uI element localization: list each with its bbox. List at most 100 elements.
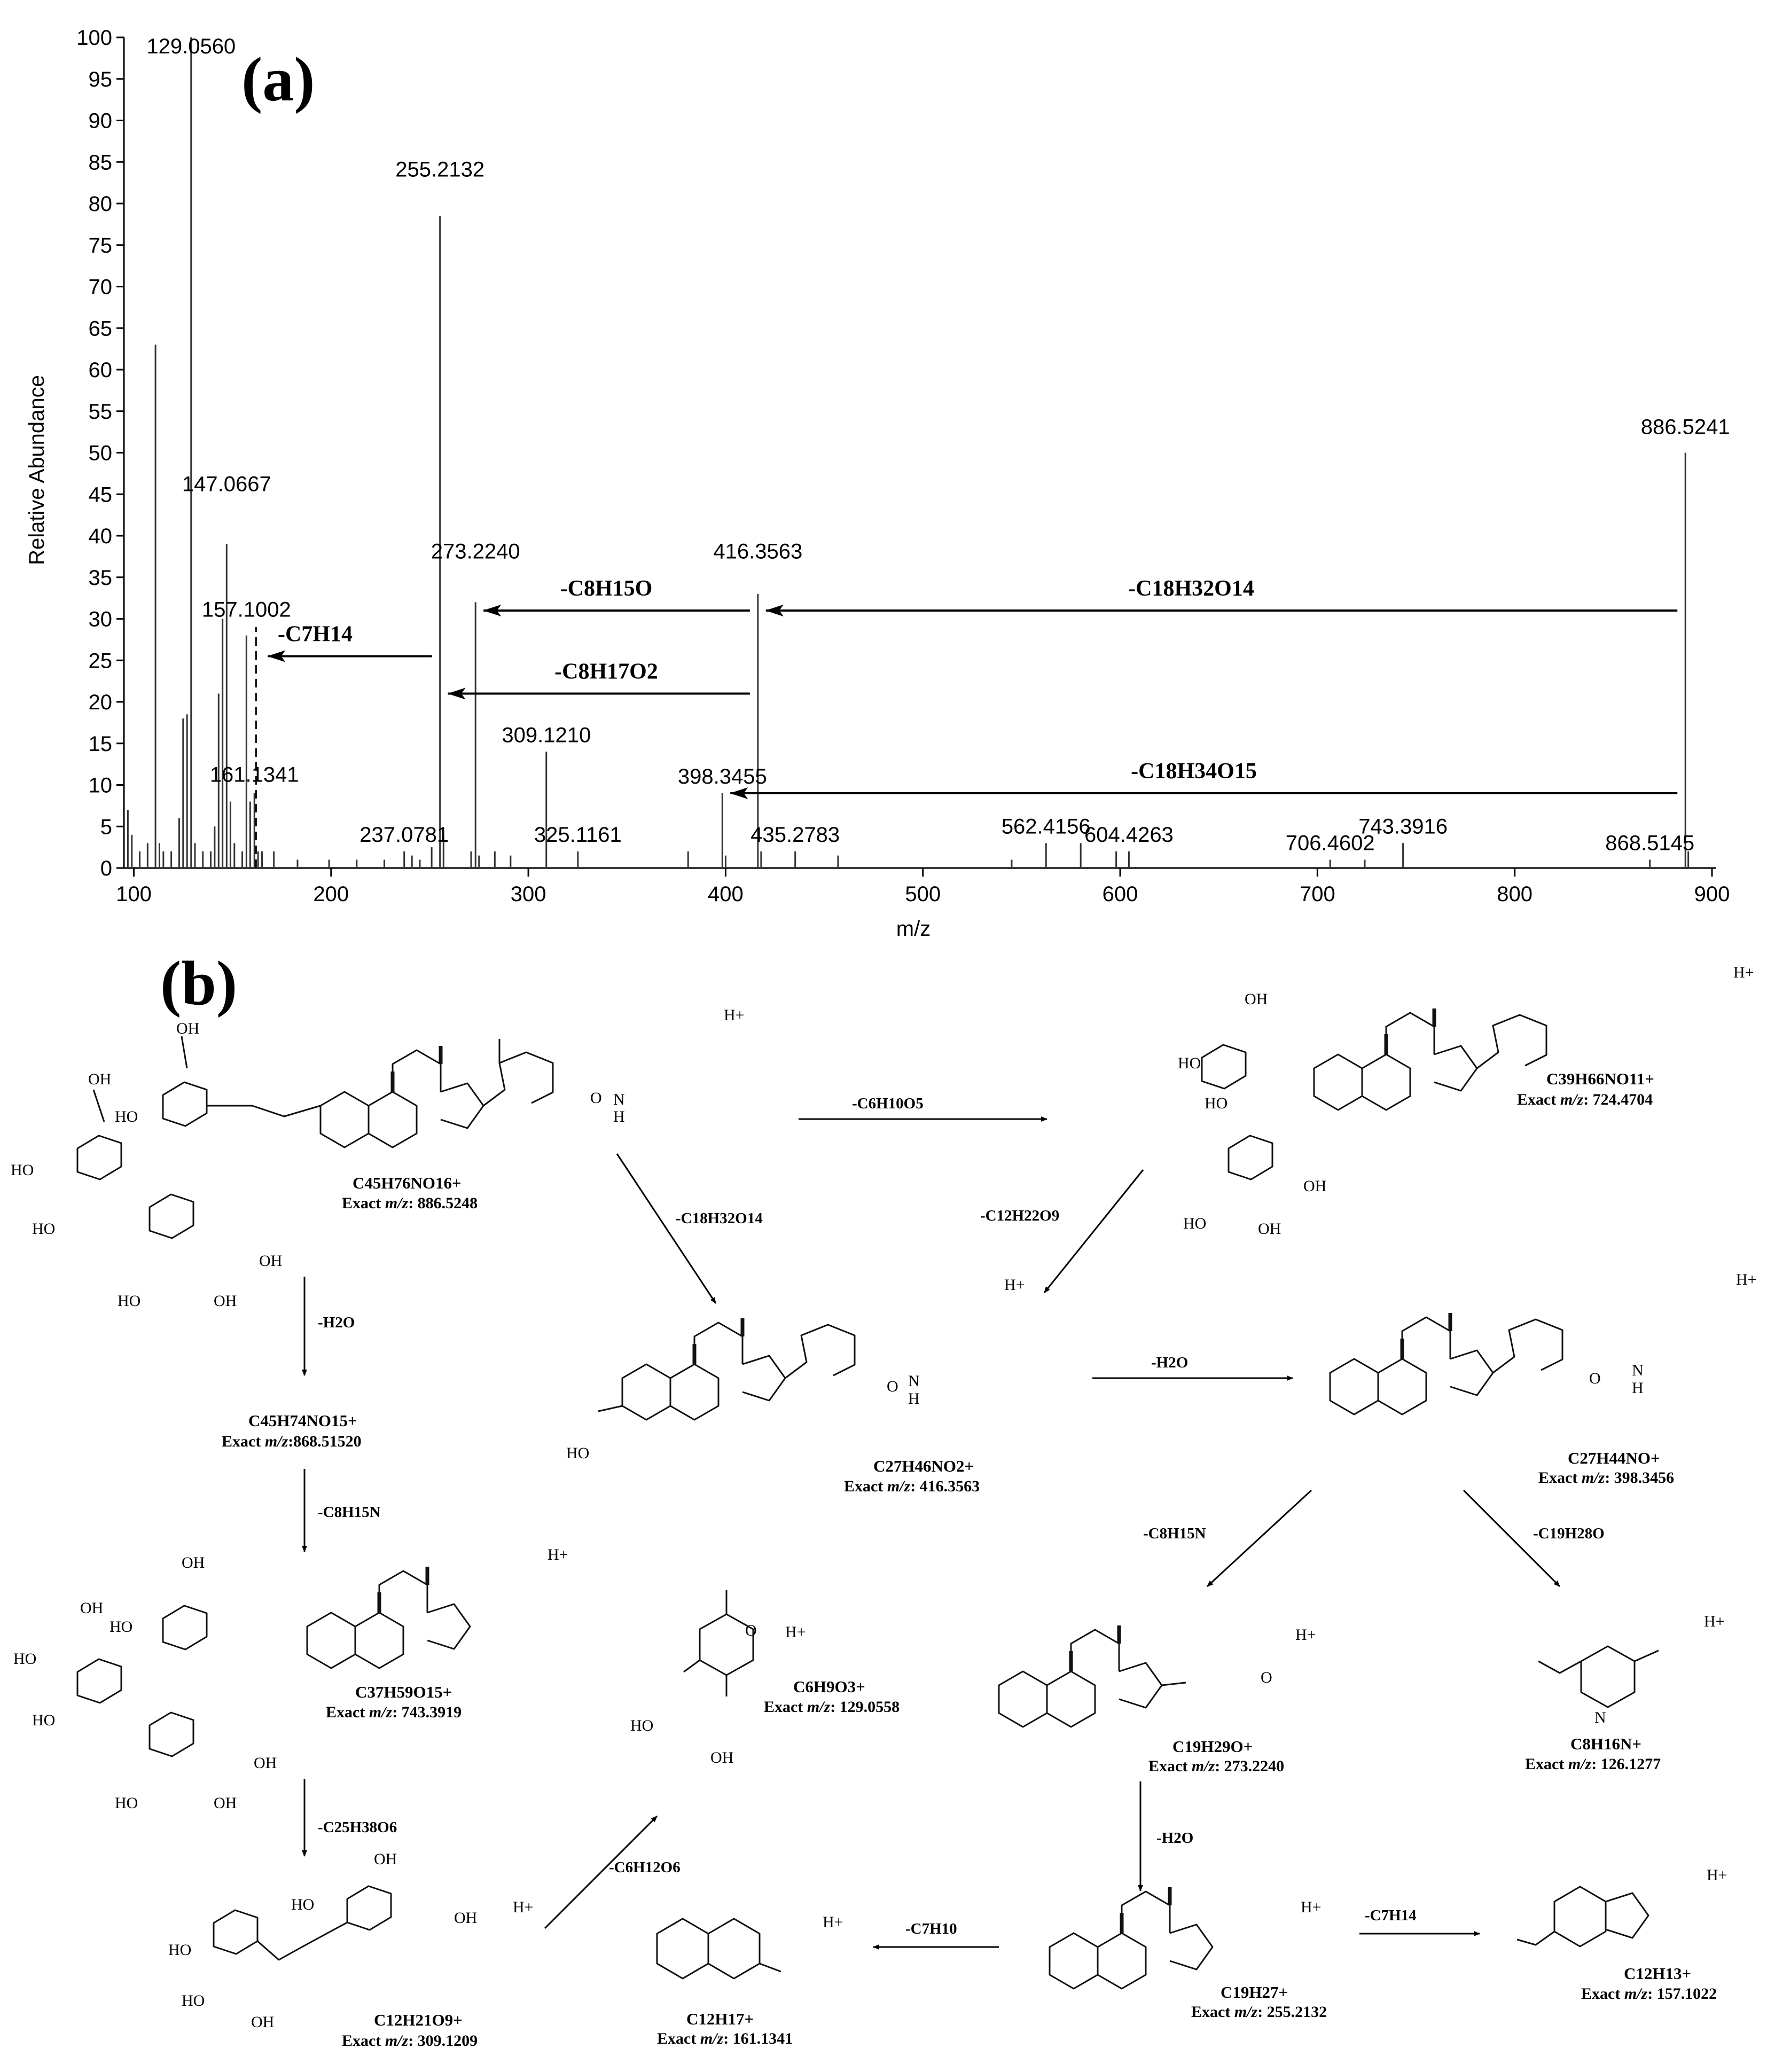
structure-398: O N H H+ C27H44NO+ Exact m/z: 398.3456 xyxy=(1330,1271,1757,1487)
atom-label-o: O xyxy=(1261,1669,1272,1686)
y-tick-label: 45 xyxy=(89,483,113,506)
mz-398: Exact m/z: 398.3456 xyxy=(1538,1469,1674,1487)
h-plus-label: H+ xyxy=(1707,1866,1727,1884)
x-tick-label: 500 xyxy=(905,882,941,906)
reaction-labels: -C6H10O5 -C18H32O14 -C12H22O9 -H2O -H2O … xyxy=(318,1095,1605,1937)
atom-label-ho: HO xyxy=(11,1161,34,1179)
structure-parent: OH OH HO HO HO OH HO OH O N H H+ C45H76N… xyxy=(11,1006,745,1310)
mz-868: Exact m/z:868.51520 xyxy=(222,1433,362,1450)
rxn-label-c19h28o: -C19H28O xyxy=(1533,1525,1605,1542)
y-tick-label: 50 xyxy=(89,442,113,465)
y-tick-label: 30 xyxy=(89,608,113,631)
atom-label-ho: HO xyxy=(13,1650,36,1668)
atom-label-oh: OH xyxy=(259,1252,282,1270)
structure-255: H+ C19H27+ Exact m/z: 255.2132 xyxy=(1050,1887,1327,2021)
rxn-label-c25h38o6: -C25H38O6 xyxy=(318,1819,397,1836)
atom-label-ho: HO xyxy=(1183,1215,1206,1232)
rxn-label-c12h22o9: -C12H22O9 xyxy=(980,1207,1059,1224)
mz-724: Exact m/z: 724.4704 xyxy=(1517,1091,1653,1108)
y-tick-label: 85 xyxy=(89,151,113,174)
formula-255: C19H27+ xyxy=(1221,1983,1288,2001)
formula-868: C45H74NO15+ xyxy=(248,1411,357,1430)
rxn-label-c7h10: -C7H10 xyxy=(905,1920,957,1937)
peak-label: 886.5241 xyxy=(1641,415,1730,439)
formula-416: C27H46NO2+ xyxy=(873,1457,974,1475)
structure-129: O HO OH H+ C6H9O3+ Exact m/z: 129.0558 xyxy=(630,1590,900,1766)
mz-743: Exact m/z: 743.3919 xyxy=(326,1703,462,1721)
formula-273: C19H29O+ xyxy=(1172,1737,1253,1756)
mz-157: Exact m/z: 157.1022 xyxy=(1581,1985,1717,2003)
formula-886: C45H76NO16+ xyxy=(353,1174,462,1192)
atom-label-oh: OH xyxy=(710,1749,733,1766)
atom-label-ho: HO xyxy=(110,1618,132,1636)
rxn-label-c6h12o6: -C6H12O6 xyxy=(609,1859,681,1876)
y-tick-label: 10 xyxy=(89,774,113,797)
reaction-arrows xyxy=(302,1116,1561,1950)
loss-label: -C18H34O15 xyxy=(1131,759,1257,784)
peak-label: 868.5145 xyxy=(1605,831,1694,855)
annotation-arrows: -C18H32O14-C8H15O-C8H17O2-C18H34O15-C7H1… xyxy=(267,576,1678,800)
y-tick-label: 75 xyxy=(89,234,113,257)
peak-label: 309.1210 xyxy=(502,723,591,747)
h-plus-label: H+ xyxy=(1301,1898,1322,1916)
atom-label-ho: HO xyxy=(291,1896,314,1913)
h-plus-label: H+ xyxy=(1004,1276,1025,1294)
h-plus-label: H+ xyxy=(724,1006,745,1024)
rxn-label-c8h15n-2: -C8H15N xyxy=(1143,1525,1206,1542)
y-tick-label: 95 xyxy=(89,68,113,91)
atom-label-n: N xyxy=(613,1091,625,1108)
y-tick-label: 25 xyxy=(89,649,113,673)
y-axis-label: Relative Abundance xyxy=(25,375,49,565)
spectrum-chart: 0510152025303540455055606570758085909510… xyxy=(25,26,1730,941)
atom-label-ho: HO xyxy=(182,1992,205,2010)
atom-label-n: N xyxy=(1594,1709,1606,1726)
rxn-label-c8h15n-1: -C8H15N xyxy=(318,1504,381,1521)
peak-label: 157.1002 xyxy=(202,598,291,622)
x-tick-label: 100 xyxy=(116,882,152,906)
rxn-label-c18h32o14: -C18H32O14 xyxy=(676,1210,763,1227)
h-plus-label: H+ xyxy=(823,1913,843,1931)
structure-416: HO O N H H+ C27H46NO2+ Exact m/z: 416.35… xyxy=(566,1276,1025,1495)
atom-label-oh: OH xyxy=(80,1599,103,1617)
x-tick-label: 600 xyxy=(1103,882,1138,906)
x-tick-label: 400 xyxy=(708,882,744,906)
peak-label: 435.2783 xyxy=(750,823,840,847)
atom-label-oh: OH xyxy=(88,1070,111,1088)
x-axis-label: m/z xyxy=(896,917,931,941)
rxn-label-h2o-3: -H2O xyxy=(1156,1829,1193,1847)
atom-label-oh: OH xyxy=(182,1554,205,1571)
atom-label-oh: OH xyxy=(1258,1220,1281,1238)
peak-label: 161.1341 xyxy=(210,763,299,787)
atom-label-ho: HO xyxy=(1178,1054,1201,1072)
mz-273: Exact m/z: 273.2240 xyxy=(1148,1757,1284,1775)
formula-398: C27H44NO+ xyxy=(1568,1449,1660,1467)
atom-label-oh: OH xyxy=(1303,1177,1326,1195)
h-plus-label: H+ xyxy=(785,1623,806,1641)
peaks-group xyxy=(127,37,1690,868)
structure-126: N H+ C8H16N+ Exact m/z: 126.1277 xyxy=(1525,1613,1725,1773)
peak-label: 562.4156 xyxy=(1002,815,1091,838)
y-axis-ticks: 0510152025303540455055606570758085909510… xyxy=(76,26,124,880)
y-tick-label: 15 xyxy=(89,732,113,756)
x-tick-label: 200 xyxy=(313,882,349,906)
structure-868: C45H74NO15+ Exact m/z:868.51520 xyxy=(222,1411,362,1450)
atom-label-ho: HO xyxy=(118,1292,140,1310)
atom-label-n: N xyxy=(908,1372,920,1390)
mz-161: Exact m/z: 161.1341 xyxy=(657,2030,793,2047)
atom-label-o: O xyxy=(1589,1370,1601,1387)
y-tick-label: 90 xyxy=(89,110,113,133)
rxn-label-h2o-1: -H2O xyxy=(318,1314,355,1331)
structure-743: OH OH HO HO HO OH HO OH H+ C37H59O15+ Ex… xyxy=(13,1546,568,1812)
x-tick-label: 700 xyxy=(1300,882,1335,906)
y-tick-label: 100 xyxy=(76,26,112,50)
atom-label-o: O xyxy=(887,1378,898,1395)
y-tick-label: 35 xyxy=(89,566,113,590)
atom-label-ho: HO xyxy=(630,1717,653,1734)
peak-label: 237.0781 xyxy=(359,823,449,847)
rxn-label-h2o-2: -H2O xyxy=(1151,1354,1188,1371)
formula-126: C8H16N+ xyxy=(1570,1734,1641,1753)
formula-161: C12H17+ xyxy=(686,2010,754,2028)
h-plus-label: H+ xyxy=(1736,1271,1757,1288)
